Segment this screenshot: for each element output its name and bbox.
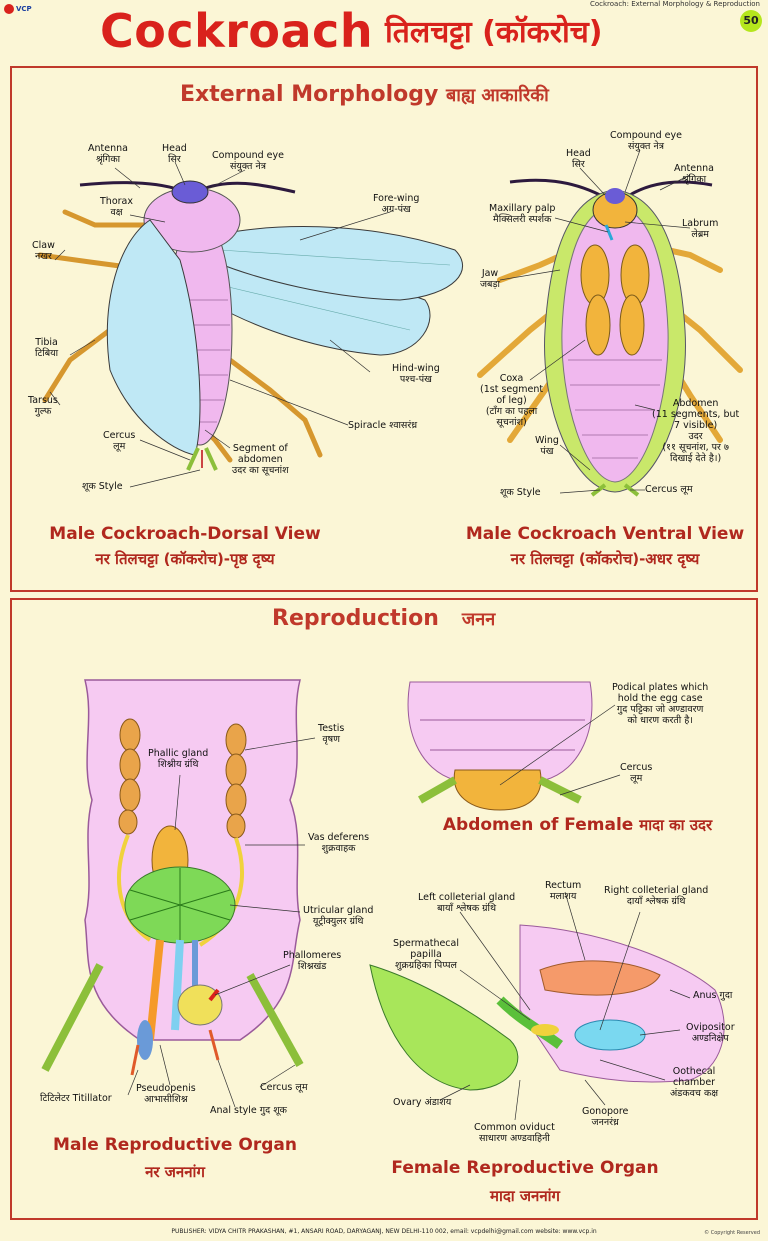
- caption-female-hi: मादा जननांग: [380, 1186, 670, 1206]
- label-fore-wing: Fore-wing अग्र-पंख: [373, 193, 419, 215]
- label-male-cercus: Cercus लूम: [260, 1082, 308, 1093]
- caption-male-en: Male Reproductive Organ: [30, 1135, 320, 1155]
- label-ventral-cercus: Cercus लूम: [645, 484, 693, 495]
- caption-female-en: Female Reproductive Organ: [380, 1158, 670, 1178]
- label-gonopore: Gonopore जननरंध्र: [582, 1106, 628, 1128]
- label-common-oviduct: Common oviduct साधारण अण्डवाहिनी: [474, 1122, 555, 1144]
- label-ventral-antenna: Antenna श्रृंगिका: [674, 163, 714, 185]
- caption-dorsal-hi: नर तिलचट्टा (कॉकरोच)-पृष्ठ दृष्य: [30, 549, 340, 569]
- caption-ventral-hi: नर तिलचट्टा (कॉकरोच)-अधर दृष्य: [450, 549, 760, 569]
- label-dorsal-cercus: Cercus लूम: [103, 430, 135, 452]
- label-ovary: Ovary अंडाशय: [393, 1097, 451, 1108]
- caption-dorsal-en: Male Cockroach-Dorsal View: [30, 524, 340, 544]
- label-testis: Testis वृषण: [318, 723, 344, 745]
- publisher-footer: PUBLISHER: VIDYA CHITR PRAKASHAN, #1, AN…: [0, 1228, 768, 1235]
- caption-ventral-en: Male Cockroach Ventral View: [450, 524, 760, 544]
- male-reproductive-illustration: [45, 680, 300, 1075]
- label-dorsal-compound-eye: Compound eye संयुक्त नेत्र: [212, 150, 284, 172]
- label-jaw: Jaw जबड़ा: [480, 268, 500, 290]
- label-vas-deferens: Vas deferens शुक्रवाहक: [308, 832, 369, 854]
- label-utricular-gland: Utricular gland यूट्रीक्युलर ग्रंथि: [303, 905, 373, 927]
- caption-female-abdomen: Abdomen of Female मादा का उदर: [425, 815, 730, 835]
- label-oothecal-chamber: Oothecal chamber अंडकवच कक्ष: [670, 1066, 718, 1099]
- label-dorsal-style: शूक Style: [82, 481, 123, 492]
- label-anal-style: Anal style गुद शूक: [210, 1105, 287, 1116]
- label-phallomeres: Phallomeres शिश्नखंड: [283, 950, 341, 972]
- label-ventral-compound-eye: Compound eye संयुक्त नेत्र: [610, 130, 682, 152]
- label-dorsal-thorax: Thorax वक्ष: [100, 196, 133, 218]
- label-left-colleterial: Left colleterial gland बायाँ श्लेषक ग्रं…: [418, 892, 515, 914]
- label-tarsus: Tarsus गुल्फ: [28, 395, 58, 417]
- label-tibia: Tibia टिबिया: [35, 337, 58, 359]
- label-ovipositor: Ovipositor अण्डनिक्षेप: [686, 1022, 735, 1044]
- copyright: © Copyright Reserved: [704, 1230, 760, 1236]
- label-ventral-head: Head सिर: [566, 148, 591, 170]
- label-wing: Wing पंख: [535, 435, 559, 457]
- label-right-colleterial: Right colleterial gland दायाँ श्लेषक ग्र…: [604, 885, 708, 907]
- label-female-cercus: Cercus लूम: [620, 762, 652, 784]
- label-hind-wing: Hind-wing पश्च-पंख: [392, 363, 440, 385]
- label-titillator: टिटिलेटर Titillator: [40, 1093, 112, 1104]
- label-dorsal-antenna: Antenna श्रृंगिका: [88, 143, 128, 165]
- label-pseudopenis: Pseudopenis आभासीशिश्न: [136, 1083, 196, 1105]
- label-abdomen: Abdomen (11 segments, but 7 visible) उदर…: [652, 398, 739, 464]
- label-phallic-gland: Phallic gland शिश्नीय ग्रंथि: [148, 748, 208, 770]
- label-rectum: Rectum मलाशय: [545, 880, 581, 902]
- label-dorsal-head: Head सिर: [162, 143, 187, 165]
- label-labrum: Labrum लेब्रम: [682, 218, 718, 240]
- label-claw: Claw नखर: [32, 240, 55, 262]
- label-spiracle: Spiracle श्वासरंध्र: [348, 420, 417, 431]
- female-abdomen-illustration: [408, 682, 592, 810]
- label-coxa: Coxa (1st segment of leg) (टाँग का पहला …: [480, 373, 543, 428]
- label-anus: Anus गुदा: [693, 990, 732, 1001]
- label-spermathecal: Spermathecal papilla शुक्रग्रहिका पिप्पल: [393, 938, 459, 971]
- label-ventral-style: शूक Style: [500, 487, 541, 498]
- label-maxillary-palp: Maxillary palp मैक्सिलरी स्पर्शक: [489, 203, 555, 225]
- label-abdomen-segment: Segment of abdomen उदर का सूचनांश: [232, 443, 289, 476]
- label-podical-plates: Podical plates which hold the egg case ग…: [612, 682, 708, 726]
- caption-male-hi: नर जननांग: [30, 1162, 320, 1182]
